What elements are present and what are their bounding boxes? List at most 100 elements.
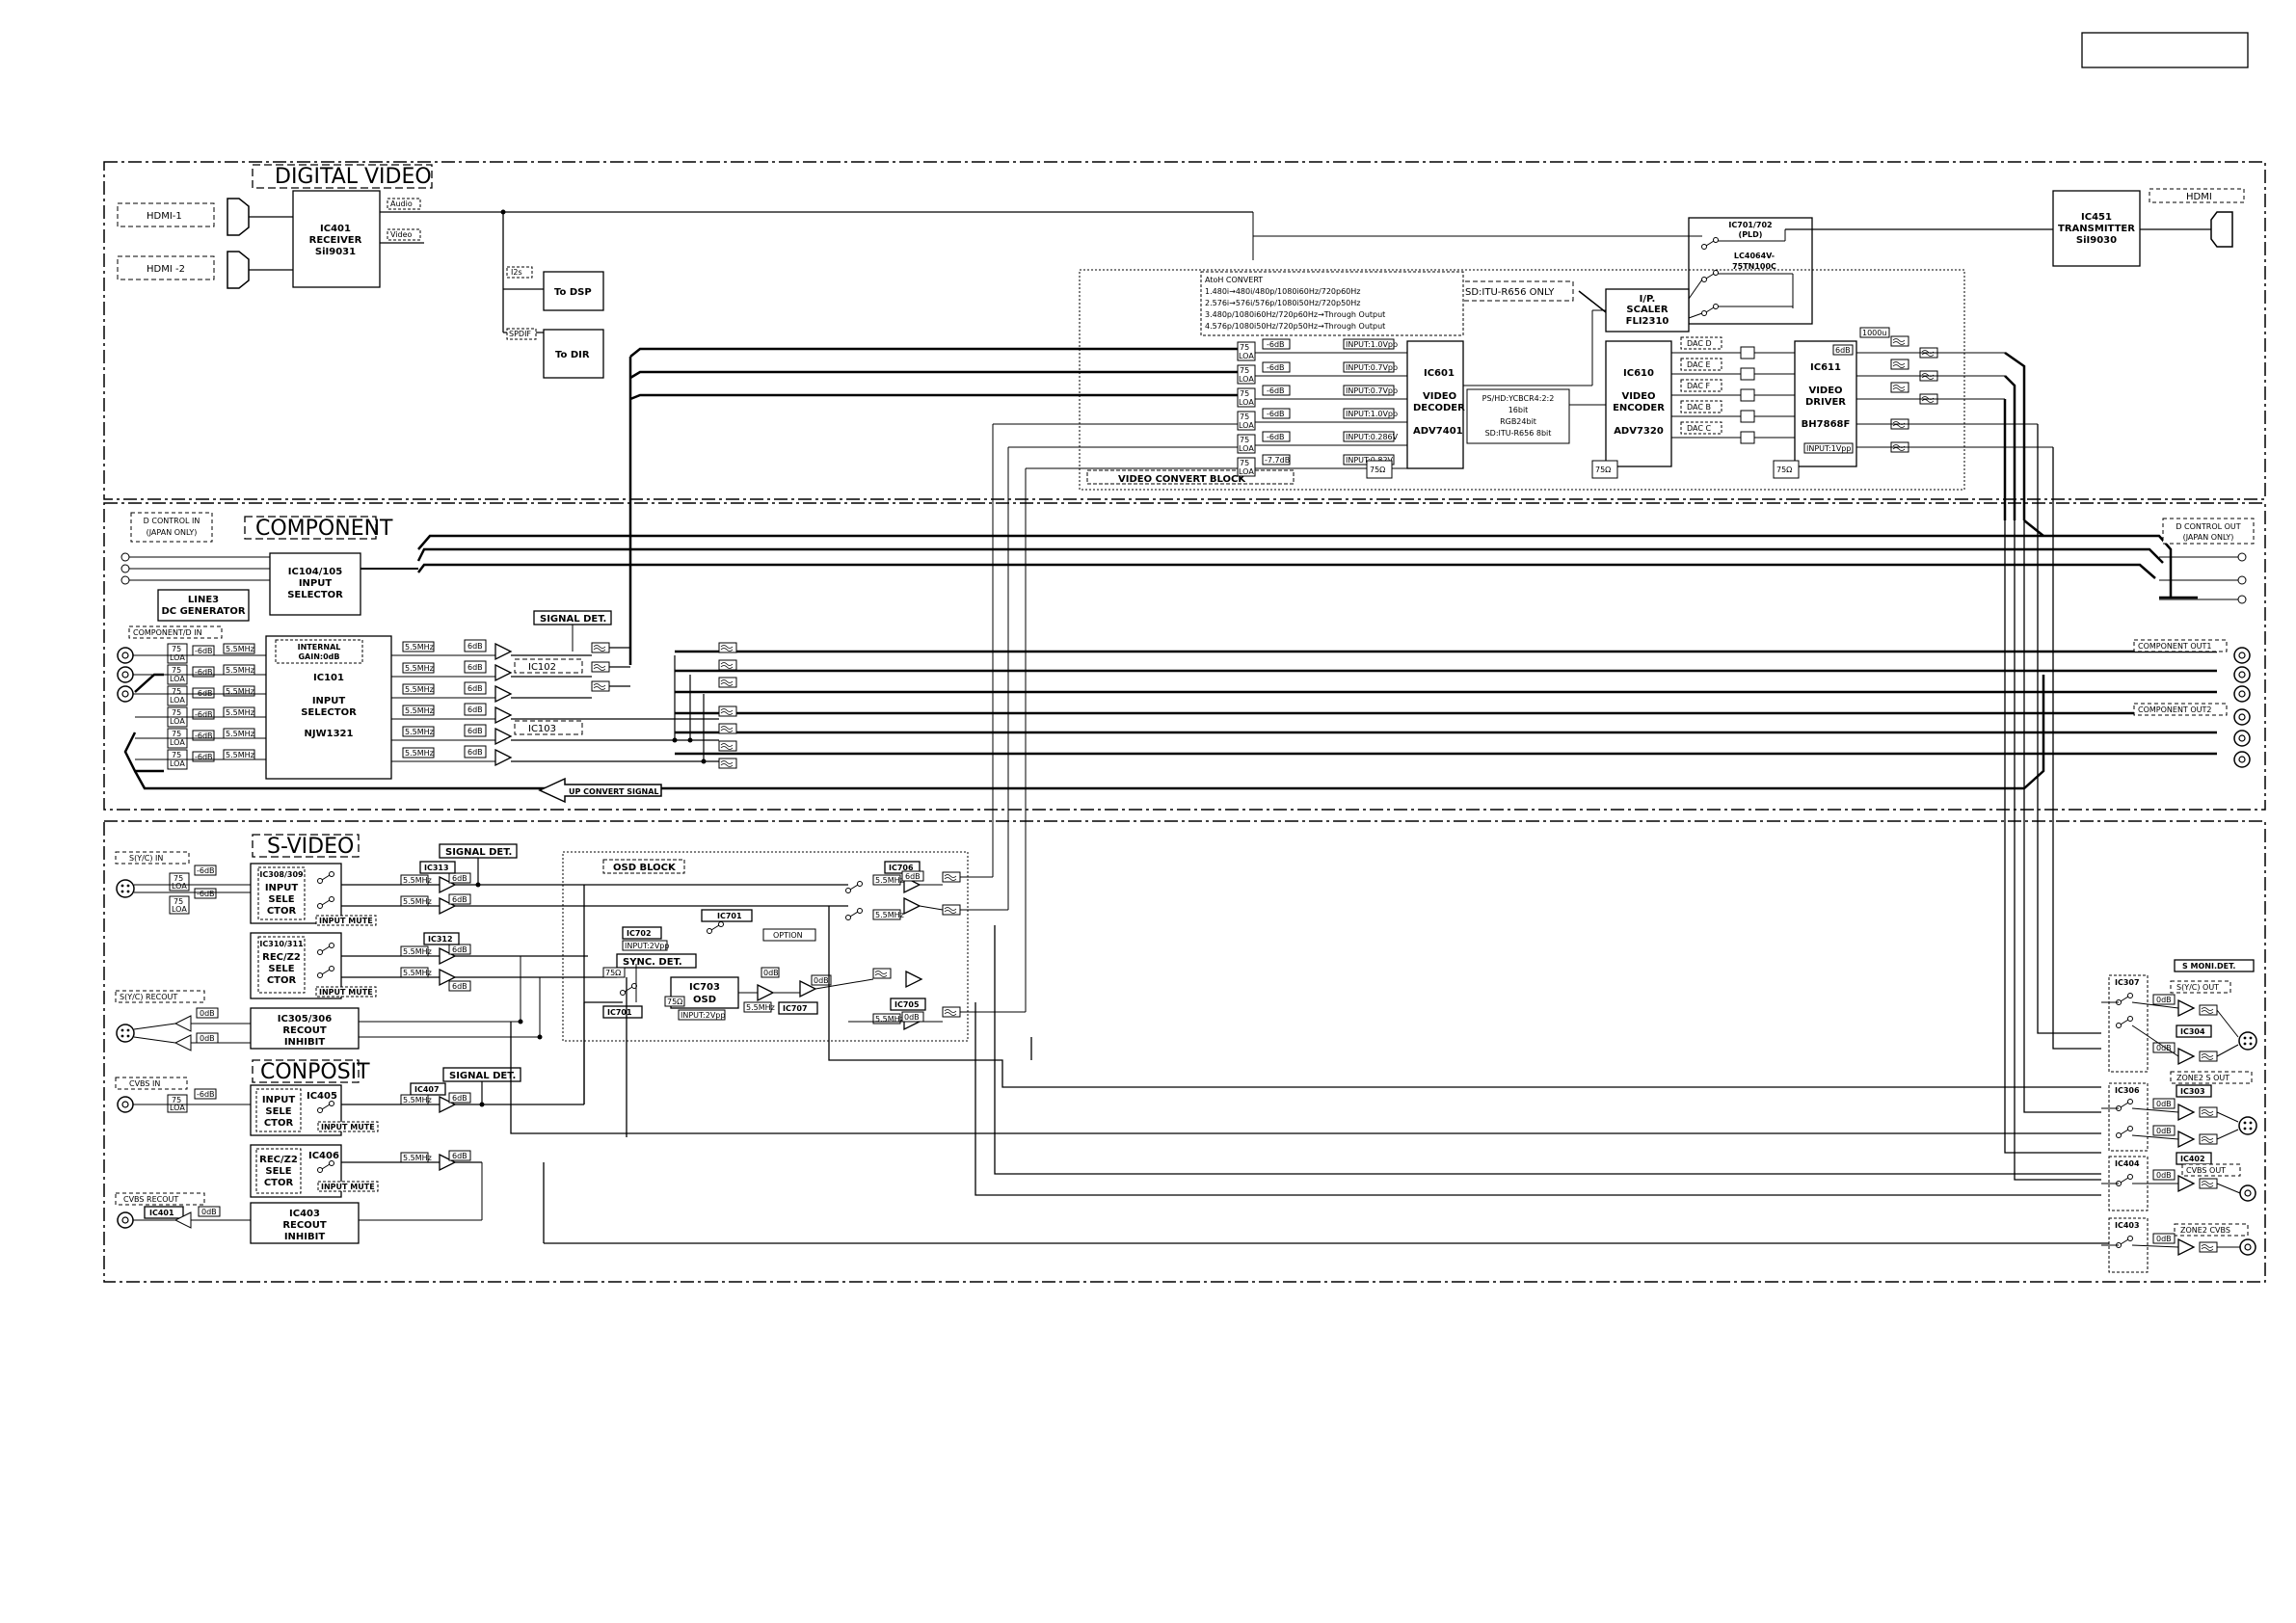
d-control-in-label: D CONTROL IN (144, 517, 200, 525)
svg-text:SELE: SELE (268, 964, 294, 974)
svg-text:0dB: 0dB (201, 1208, 217, 1216)
svg-text:(JAPAN ONLY): (JAPAN ONLY) (147, 528, 198, 537)
svg-text:0dB: 0dB (814, 976, 829, 985)
section-titles: DIGITAL VIDEO COMPONENT S-VIDEO CONPOSIT (244, 164, 433, 1084)
svg-text:-6dB: -6dB (197, 890, 215, 898)
svg-text:To DSP: To DSP (554, 287, 592, 298)
svg-text:75: 75 (1240, 389, 1249, 398)
ic405-label: IC405 (307, 1091, 337, 1102)
svg-text:IC610: IC610 (1623, 368, 1654, 379)
section-frames (103, 161, 2266, 1283)
syc-out-label: S(Y/C) OUT (2176, 983, 2219, 992)
svg-text:75TN100C: 75TN100C (1732, 262, 1776, 271)
option-label: OPTION (773, 931, 803, 940)
svg-text:75: 75 (172, 1096, 181, 1104)
svg-text:75: 75 (1240, 436, 1249, 444)
svg-text:5.5MHz: 5.5MHz (226, 666, 254, 675)
svg-text:I/P.: I/P. (1640, 294, 1656, 305)
svg-text:LOA: LOA (170, 675, 185, 683)
svg-text:6dB: 6dB (905, 872, 921, 881)
svg-text:0dB: 0dB (2156, 1235, 2172, 1243)
svg-text:5.5MHz: 5.5MHz (875, 911, 904, 919)
svg-text:5.5MHz: 5.5MHz (403, 969, 432, 977)
svg-text:LOA: LOA (172, 905, 187, 914)
svg-text:LOA: LOA (1239, 352, 1254, 360)
ic102-label: IC102 (528, 662, 556, 673)
svg-text:IC104/105: IC104/105 (288, 567, 343, 577)
svg-text:LOA: LOA (170, 759, 185, 768)
svg-text:INPUT:0.7Vpp: INPUT:0.7Vpp (1346, 386, 1398, 395)
ic313-label: IC313 (424, 864, 449, 872)
svg-text:DECODER: DECODER (1413, 403, 1465, 413)
svg-text:75Ω: 75Ω (667, 998, 682, 1006)
svg-text:DC GENERATOR: DC GENERATOR (161, 606, 245, 617)
svg-text:SELECTOR: SELECTOR (287, 590, 343, 600)
svg-text:TRANSMITTER: TRANSMITTER (2058, 224, 2135, 234)
s-video-frame (103, 820, 2266, 1283)
hdmi-1-label: HDMI-1 (147, 211, 182, 222)
ic404-label: IC404 (2115, 1159, 2140, 1168)
svg-text:INPUT:1Vpp: INPUT:1Vpp (1806, 444, 1851, 453)
svg-text:5.5MHz: 5.5MHz (226, 645, 254, 653)
ic701b-label: IC701 (607, 1008, 632, 1017)
syc-in-label: S(Y/C) IN (129, 854, 163, 863)
dac-labels: DAC D DAC E DAC F DAC B DAC C (1680, 336, 1722, 435)
svg-text:ENCODER: ENCODER (1613, 403, 1665, 413)
svg-text:VIDEO: VIDEO (1808, 386, 1842, 396)
svg-text:DAC B: DAC B (1687, 403, 1711, 412)
svg-text:5.5MHz: 5.5MHz (405, 749, 434, 758)
svg-text:LOA: LOA (170, 1104, 185, 1112)
svg-text:INHIBIT: INHIBIT (284, 1037, 326, 1048)
svg-text:5.5MHz: 5.5MHz (405, 728, 434, 736)
ic303-label: IC303 (2180, 1087, 2205, 1096)
zone2-cvbs-label: ZONE2 CVBS (2180, 1226, 2230, 1235)
svg-text:SELECTOR: SELECTOR (301, 707, 357, 718)
to-dir-box (543, 329, 604, 379)
svg-text:0dB: 0dB (200, 1009, 215, 1018)
svg-text:ADV7401: ADV7401 (1413, 426, 1463, 437)
svg-text:75: 75 (172, 751, 181, 759)
svg-text:75: 75 (1240, 412, 1249, 421)
svg-text:6dB: 6dB (467, 705, 483, 714)
svg-text:LC4064V-: LC4064V- (1734, 252, 1775, 260)
svg-text:LOA: LOA (1239, 398, 1254, 407)
svg-text:LOA: LOA (1239, 421, 1254, 430)
svg-text:CTOR: CTOR (264, 1118, 294, 1129)
svg-text:75Ω: 75Ω (1776, 466, 1792, 474)
svg-text:CTOR: CTOR (267, 906, 297, 917)
svg-text:6dB: 6dB (467, 663, 483, 672)
signal-buses (123, 347, 2217, 790)
svg-text:RECOUT: RECOUT (282, 1025, 326, 1036)
d-control-out-label: D CONTROL OUT (2176, 522, 2240, 531)
svg-text:75: 75 (1240, 343, 1249, 352)
ic706-label: IC706 (889, 864, 914, 872)
svg-text:-6dB: -6dB (1267, 340, 1285, 349)
video-convert-block (1079, 269, 1965, 491)
svg-text:SCALER: SCALER (1626, 305, 1668, 315)
svg-text:6dB: 6dB (452, 945, 467, 954)
svg-text:0dB: 0dB (200, 1034, 215, 1043)
i2s-label: I2s (511, 268, 522, 277)
svg-text:IC101: IC101 (313, 673, 344, 683)
svg-text:DAC F: DAC F (1687, 382, 1710, 390)
audio-label: Audio (390, 200, 413, 208)
component-block: D CONTROL IN (JAPAN ONLY) IC104/105 INPU… (117, 512, 2255, 804)
svg-text:5.5MHz: 5.5MHz (403, 897, 432, 906)
svg-text:INPUT:2Vpp: INPUT:2Vpp (625, 942, 669, 950)
svg-text:ADV7320: ADV7320 (1614, 426, 1664, 437)
svg-text:SiI9031: SiI9031 (315, 247, 356, 257)
svg-text:-6dB: -6dB (1267, 363, 1285, 372)
digital-video-title: DIGITAL VIDEO (275, 165, 432, 189)
hdmi-2-connector (227, 251, 250, 289)
ic104-input-selector (269, 552, 361, 616)
svg-text:IC308/309: IC308/309 (259, 870, 304, 879)
svg-text:75: 75 (172, 645, 181, 653)
svg-text:5.5MHz: 5.5MHz (403, 1096, 432, 1104)
svg-text:75: 75 (1240, 366, 1249, 375)
digital-video-frame (103, 161, 2266, 500)
routing-lines (510, 424, 2101, 1196)
svg-text:RGB24bit: RGB24bit (1500, 417, 1536, 426)
cvbs-out-label: CVBS OUT (2186, 1166, 2226, 1175)
component-out1-label: COMPONENT OUT1 (2138, 642, 2212, 651)
